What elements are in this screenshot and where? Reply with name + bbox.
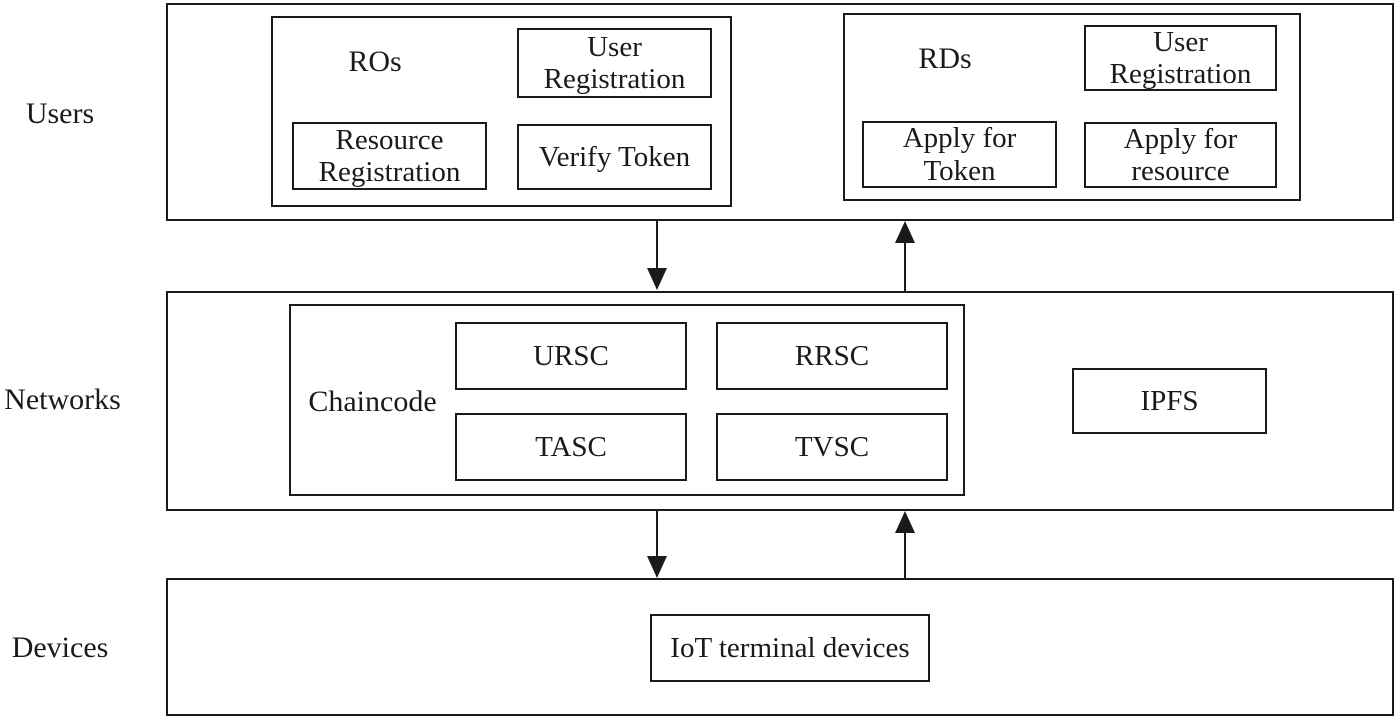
layer-label-networks: Networks [4,383,121,416]
arrow-up-icon [895,221,915,243]
ro-verify-token-box: Verify Token [517,124,712,190]
arrow-networks-to-users-stem [904,241,906,291]
iot-terminal-devices-box: IoT terminal devices [650,614,930,682]
rd-apply-for-resource-box: Apply for resource [1084,122,1277,188]
arrow-down-icon [647,556,667,578]
ro-user-registration-box: User Registration [517,28,712,98]
ursc-box: URSC [455,322,687,390]
tasc-box: TASC [455,413,687,481]
tvsc-box: TVSC [716,413,948,481]
rd-user-registration-box: User Registration [1084,25,1277,91]
layer-label-devices: Devices [11,631,109,664]
arrow-networks-to-devices-stem [656,511,658,558]
arrow-users-to-networks-stem [656,221,658,271]
rrsc-box: RRSC [716,322,948,390]
arrow-up-icon [895,511,915,533]
arrow-down-icon [647,268,667,290]
rd-apply-for-token-box: Apply for Token [862,121,1057,188]
chaincode-group-title: Chaincode [308,385,437,418]
ros-group-title: ROs [348,45,402,78]
rds-group-title: RDs [918,42,972,75]
layer-label-users: Users [25,97,95,130]
arrow-devices-to-networks-stem [904,531,906,578]
ro-resource-registration-box: Resource Registration [292,122,487,190]
ipfs-box: IPFS [1072,368,1267,434]
